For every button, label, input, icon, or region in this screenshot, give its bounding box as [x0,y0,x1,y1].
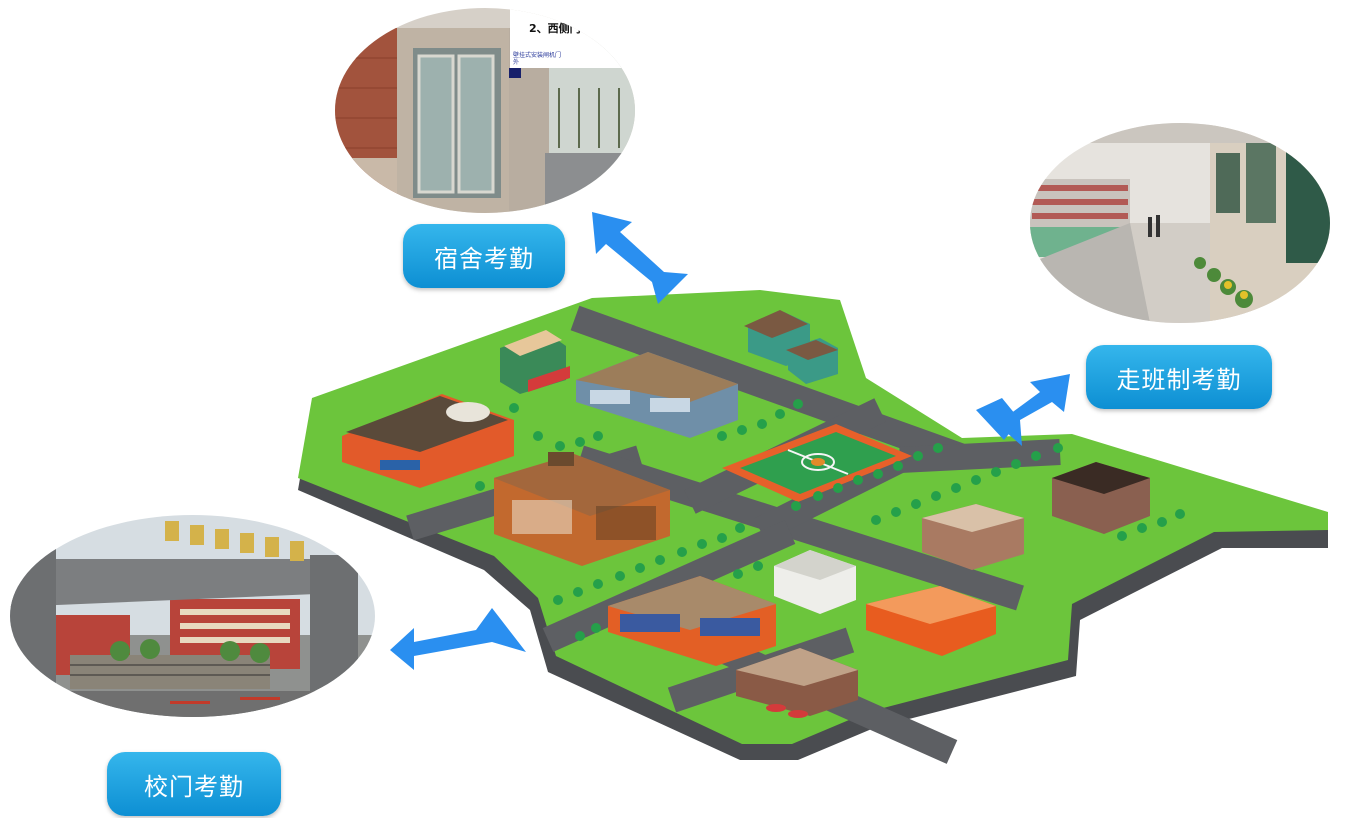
sports-court [722,424,912,502]
building-dormitory-b [1052,462,1150,534]
building-dormitory-a [922,504,1024,570]
building-green-house [744,310,838,384]
building-sports-hall [342,394,514,488]
trees [475,399,1185,641]
building-canteen [736,648,858,718]
gate-photo [10,515,375,717]
building-blue-school [576,352,738,438]
class-attendance-label[interactable]: 走班制考勤 [1086,345,1272,409]
building-teaching [494,452,670,566]
building-shop [500,330,570,394]
dorm-photo-note: 壁挂式安装闸机门外 [513,52,562,66]
building-orange-gym [866,586,996,656]
building-library [608,576,776,666]
gate-attendance-label[interactable]: 校门考勤 [107,752,281,816]
dorm-photo-heading: 2、西侧门 [529,22,581,35]
dorm-attendance-label[interactable]: 宿舍考勤 [403,224,565,288]
building-white-office [774,550,856,614]
dorm-photo: 2、西侧门 壁挂式安装闸机门外 [335,8,635,213]
corridor-photo [1030,123,1330,323]
